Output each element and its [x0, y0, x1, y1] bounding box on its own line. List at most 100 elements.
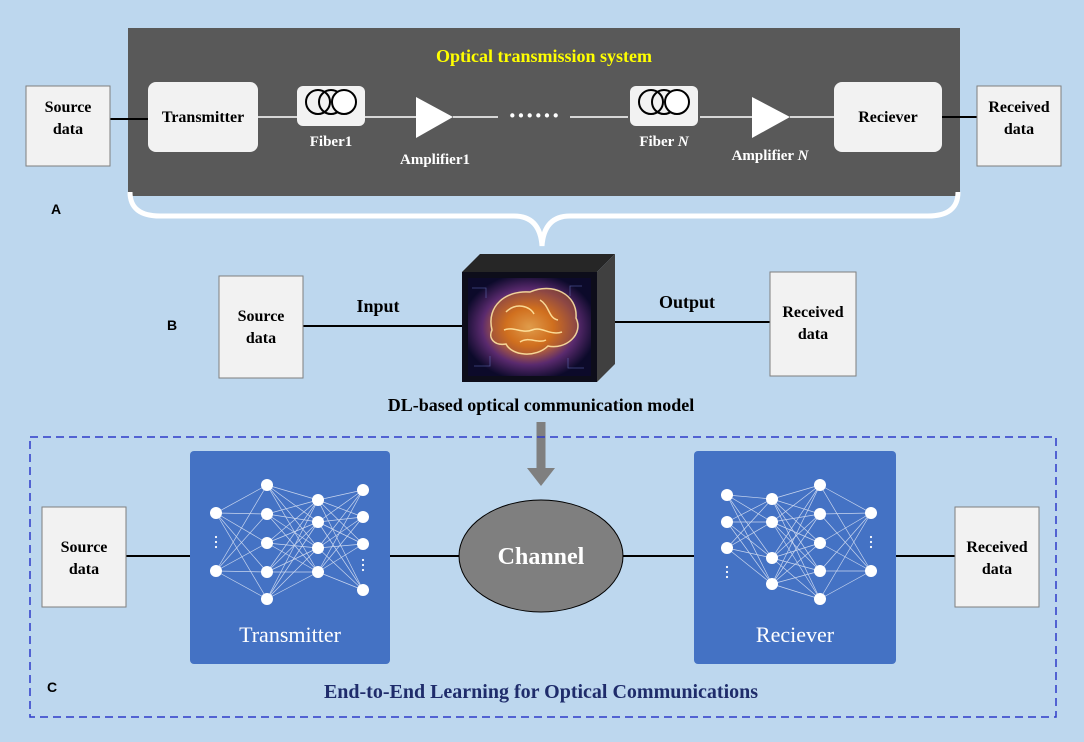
nn-ellipsis-dot [869, 540, 873, 544]
nn-connection [215, 484, 268, 514]
amplifier1-label: Amplifier1 [400, 152, 470, 168]
nn-connection [317, 499, 364, 518]
nn-connection [215, 570, 268, 573]
nn-connection [317, 489, 364, 501]
nn-ellipsis-dot [725, 565, 729, 569]
nn-connection [266, 499, 319, 573]
fiber1-coil-icon [297, 86, 365, 126]
received-data-box-c [954, 506, 1040, 608]
nn-connection [819, 512, 872, 544]
model-caption: DL-based optical communication model [388, 395, 695, 415]
nn-ellipsis-dot [725, 575, 729, 579]
nn-connection [771, 498, 821, 515]
nn-node [312, 566, 324, 578]
nn-connection [317, 543, 364, 573]
nn-connection [819, 512, 872, 515]
nn-connection [726, 521, 773, 549]
output-label: Output [659, 292, 715, 312]
nn-connection [215, 570, 268, 600]
nn-node [814, 593, 826, 605]
nn-connection [215, 513, 268, 572]
nn-node [312, 516, 324, 528]
nn-connection [317, 489, 364, 523]
received-data-label-c-1: Received [966, 539, 1027, 556]
nn-node [261, 508, 273, 520]
nn-connection [266, 484, 319, 501]
nn-node [721, 542, 733, 554]
nn-ellipsis-dot [214, 540, 218, 544]
nn-node [814, 537, 826, 549]
receiver-label-a: Reciever [858, 109, 918, 126]
nn-connection [819, 512, 872, 600]
nn-connection [266, 499, 319, 600]
nn-connection [726, 494, 773, 585]
fiberN-label: Fiber N [639, 134, 689, 150]
nn-node [261, 479, 273, 491]
source-data-box-b [218, 275, 304, 379]
nn-connection [771, 484, 821, 523]
amplifierN-label: Amplifier N [732, 148, 810, 164]
source-data-box-c [41, 506, 127, 608]
ellipsis-dots: ······ [508, 101, 560, 130]
nn-node [865, 565, 877, 577]
panel-c-dashed-border [29, 436, 1057, 718]
nn-connection [771, 557, 821, 600]
nn-ellipsis-dot [361, 568, 365, 572]
nn-connection [726, 521, 773, 559]
received-data-label-b-2: data [798, 326, 828, 343]
amplifier1-triangle-icon [416, 97, 453, 138]
nn-node [865, 507, 877, 519]
nn-node [210, 507, 222, 519]
nn-connection [819, 542, 872, 572]
nn-connection [266, 513, 319, 573]
receiver-nn-icon [721, 479, 877, 605]
nn-connection [771, 513, 821, 523]
nn-connection [215, 484, 268, 572]
nn-connection [266, 513, 319, 549]
nn-node [721, 489, 733, 501]
source-data-label-a-2: data [53, 121, 83, 138]
fiberN-coil-icon [630, 86, 698, 126]
nn-connection [266, 571, 319, 600]
nn-connection [266, 499, 319, 544]
nn-connection [317, 571, 364, 591]
nn-connection [266, 513, 319, 523]
channel-ellipse [458, 499, 624, 613]
receiver-label-c: Reciever [756, 622, 835, 647]
nn-node [312, 542, 324, 554]
nn-connection [726, 494, 773, 500]
nn-node [357, 511, 369, 523]
received-data-label-b-1: Received [782, 304, 843, 321]
source-data-label-c-1: Source [61, 539, 108, 556]
nn-ellipsis-dot [869, 545, 873, 549]
nn-connection [771, 570, 821, 585]
nn-connection [771, 521, 821, 572]
nn-node [210, 565, 222, 577]
nn-connection [819, 512, 872, 572]
nn-connection [771, 557, 821, 572]
nn-ellipsis-dot [214, 535, 218, 539]
nn-connection [771, 521, 821, 600]
panel-b: B Source data Input Output [167, 254, 857, 486]
nn-connection [771, 484, 821, 500]
panel-b-label: B [167, 317, 177, 333]
receiver-box-a [834, 82, 942, 152]
brain-icon [490, 287, 579, 355]
nn-node [261, 593, 273, 605]
nn-node [357, 484, 369, 496]
nn-connection [215, 542, 268, 572]
nn-connection [726, 498, 773, 549]
fiber1-label: Fiber1 [310, 134, 353, 150]
nn-connection [317, 521, 364, 591]
nn-connection [726, 547, 773, 559]
nn-connection [317, 489, 364, 573]
nn-connection [726, 494, 773, 559]
transmitter-label-a: Transmitter [162, 109, 244, 126]
nn-ellipsis-dot [869, 535, 873, 539]
nn-connection [317, 499, 364, 545]
panel-c-caption: End-to-End Learning for Optical Communic… [324, 681, 758, 703]
nn-connection [771, 521, 821, 544]
nn-connection [215, 512, 268, 600]
